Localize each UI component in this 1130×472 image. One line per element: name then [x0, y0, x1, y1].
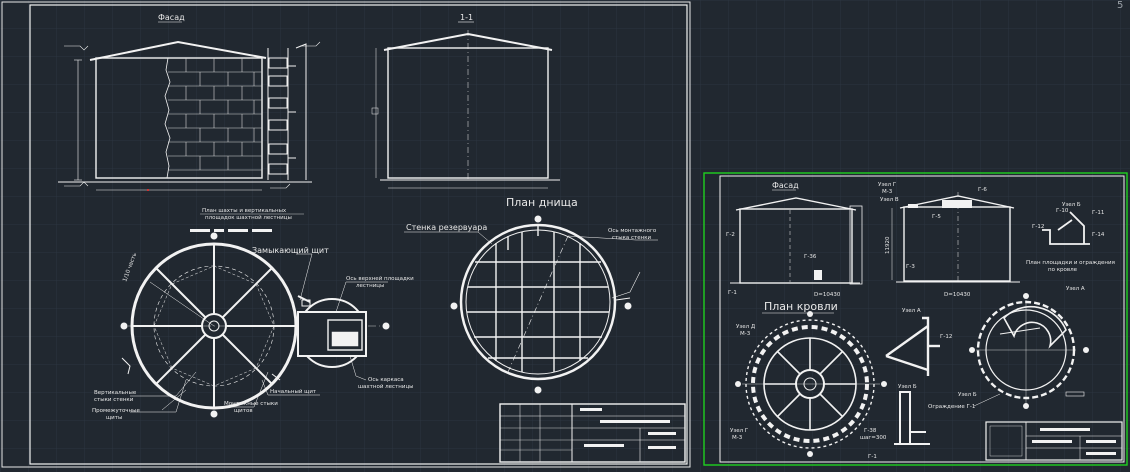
sheet-2-roof-plan-title: План кровли	[764, 300, 838, 313]
bottom-plan: План днища Стенка резервуара Ось монтажн…	[404, 196, 658, 394]
sheet-2-tag-g12-a: Г-12	[940, 334, 952, 340]
roof-panel-plan: Замыкающий щит 1/10 часть	[92, 232, 414, 421]
sheet-2-diameter-1: D=10430	[814, 292, 841, 298]
sheet-2-platform-detail: Узел Б Г-10 Г-11 Г-12 Г-14 План площадки…	[1026, 202, 1115, 273]
sheet-2-tag-g2: Г-2	[726, 232, 735, 238]
wall-axis-label-2: шахтной лестницы	[358, 383, 414, 390]
roof-plan-title: Замыкающий щит	[252, 246, 329, 255]
mount-joints-label-1: Монтажные стыки	[224, 401, 278, 407]
roof-plan-leaders	[130, 253, 388, 413]
sheet-2-node-g-label-2: Узел Г	[730, 428, 749, 434]
bottom-axis-markers	[450, 215, 632, 394]
sheet-1-outer-frame	[1, 1, 691, 468]
facade-panel-courses	[168, 58, 262, 171]
sheet-2-node-a-label-2: Узел А	[1066, 286, 1085, 292]
bottom-diagonal-axis	[507, 235, 569, 373]
tank-wall-label: Стенка резервуара	[406, 223, 487, 232]
vertical-joints-label-2: стыки стенки	[94, 397, 134, 403]
sheet-1: Фасад	[1, 1, 691, 468]
roof-axis-markers	[120, 232, 390, 418]
stair-caption-line-2: площадок шахтной лестницы	[205, 214, 292, 221]
sheet-2-facade: Фасад Г-2 Г-1 Г-36	[726, 181, 863, 296]
roof-plan-small-marks	[121, 357, 281, 381]
start-panel-label: Начальный щит	[270, 388, 317, 395]
intermediate-panels-label-1: Промежуточные	[92, 408, 140, 414]
sheet-2-height-dim: 11920	[885, 236, 891, 254]
sheet-1-inner-frame	[29, 4, 688, 465]
top-platform-axis-label-1: Ось верхней площадки	[346, 275, 414, 282]
mount-axis-label-2: стыка стенки	[612, 235, 652, 241]
facade-view: Фасад	[58, 13, 321, 191]
sheet-2-diameter-2: D=10430	[944, 292, 971, 298]
sheet-2-tag-g5: Г-5	[932, 214, 941, 220]
top-platform-axis-label-2: лестницы	[356, 283, 384, 289]
sheet-2-platform-note-2: по кровле	[1048, 267, 1078, 273]
sheet-2-node-b-label-3: Узел Б	[958, 392, 977, 398]
sheet-2-platform-plan: Узел А Узел Б Ограждение Г-1	[928, 286, 1089, 410]
sheet-2-tag-g14: Г-14	[1092, 232, 1105, 238]
sheet-2: Фасад Г-2 Г-1 Г-36 Узел Г М-3 Узел В 119…	[703, 172, 1128, 466]
bottom-plan-title: План днища	[506, 196, 578, 209]
sheet-2-title-block	[985, 421, 1123, 461]
sheet-2-node-g-label: Узел Г	[878, 182, 897, 188]
sheet-2-tag-g1-b: Г-1	[868, 454, 877, 460]
facade-break-line	[164, 57, 171, 179]
sheet-2-m3-label-3: М-3	[732, 435, 743, 441]
vertical-joints-label-1: Вертикальные	[94, 390, 137, 396]
sheet-2-tag-g36: Г-36	[804, 254, 817, 260]
sheet-2-node-b-label: Узел Б	[1062, 202, 1081, 208]
stair-caption-line-1: План шахты и вертикальных	[202, 208, 287, 214]
sheet-2-tag-g12-b: Г-12	[1032, 224, 1044, 230]
sheet-2-fence-label: Ограждение Г-1	[928, 404, 975, 410]
sheet-2-node-b-label-2: Узел Б	[898, 384, 917, 390]
sheet-2-tag-g1: Г-1	[728, 290, 737, 296]
sheet-2-inner-frame	[719, 175, 1125, 463]
facade-roof	[89, 40, 267, 61]
stair-plan-caption: План шахты и вертикальных площадок шахтн…	[190, 208, 304, 232]
facade-stair-ladder	[267, 43, 307, 180]
sheet-2-node-a-detail: Узел А Г-12 Узел Б Г-38 шаг=300 Г-1	[860, 308, 952, 460]
mount-joints-label-2: щитов	[234, 408, 253, 414]
sheet-2-step-label: шаг=300	[860, 435, 887, 441]
sheet-2-facade-title: Фасад	[772, 181, 799, 190]
sheet-2-m3-label-2: М-3	[740, 331, 751, 337]
sheet-2-tag-g38: Г-38	[864, 428, 877, 434]
section-title: 1-1	[460, 13, 473, 22]
section-1-1-view: 1-1	[371, 13, 560, 189]
sheet-2-node-d-label: Узел Д	[736, 324, 756, 330]
bottom-outer-ring	[459, 223, 617, 381]
sheet-2-m3-label: М-3	[882, 189, 893, 195]
sheet-2-tag-g6: Г-6	[978, 187, 987, 193]
sheet-2-tag-g11: Г-11	[1092, 210, 1104, 216]
facade-wall-outline	[95, 57, 263, 179]
sheet-2-tag-g10: Г-10	[1056, 208, 1069, 214]
facade-level-marks	[64, 41, 321, 191]
sheet-2-tag-g3: Г-3	[906, 264, 915, 270]
sheet-2-node-a-label: Узел А	[902, 308, 921, 314]
bottom-sheet-grid	[467, 226, 609, 372]
sheet-2-platform-note-1: План площадки и ограждения	[1026, 260, 1115, 266]
intermediate-panels-label-2: щиты	[106, 415, 122, 421]
facade-title: Фасад	[158, 13, 185, 22]
mount-axis-label-1: Ось монтажного	[608, 228, 657, 234]
sheet-2-section: Узел Г М-3 Узел В 11920 D=10430 D=10430 …	[814, 182, 1020, 298]
wall-axis-label-1: Ось каркаса	[368, 377, 404, 383]
sheet-2-frame	[703, 172, 1128, 466]
sheet-2-node-v-label: Узел В	[880, 197, 899, 203]
page-marker: 5	[1117, 0, 1123, 11]
sheet-1-title-block	[499, 403, 686, 463]
roof-dashed-chords	[153, 265, 275, 387]
sheet-2-roof-plan: План кровли Узел Д М-3 Узел Г М-3	[730, 300, 887, 457]
stair-shaft-plan	[297, 295, 367, 368]
